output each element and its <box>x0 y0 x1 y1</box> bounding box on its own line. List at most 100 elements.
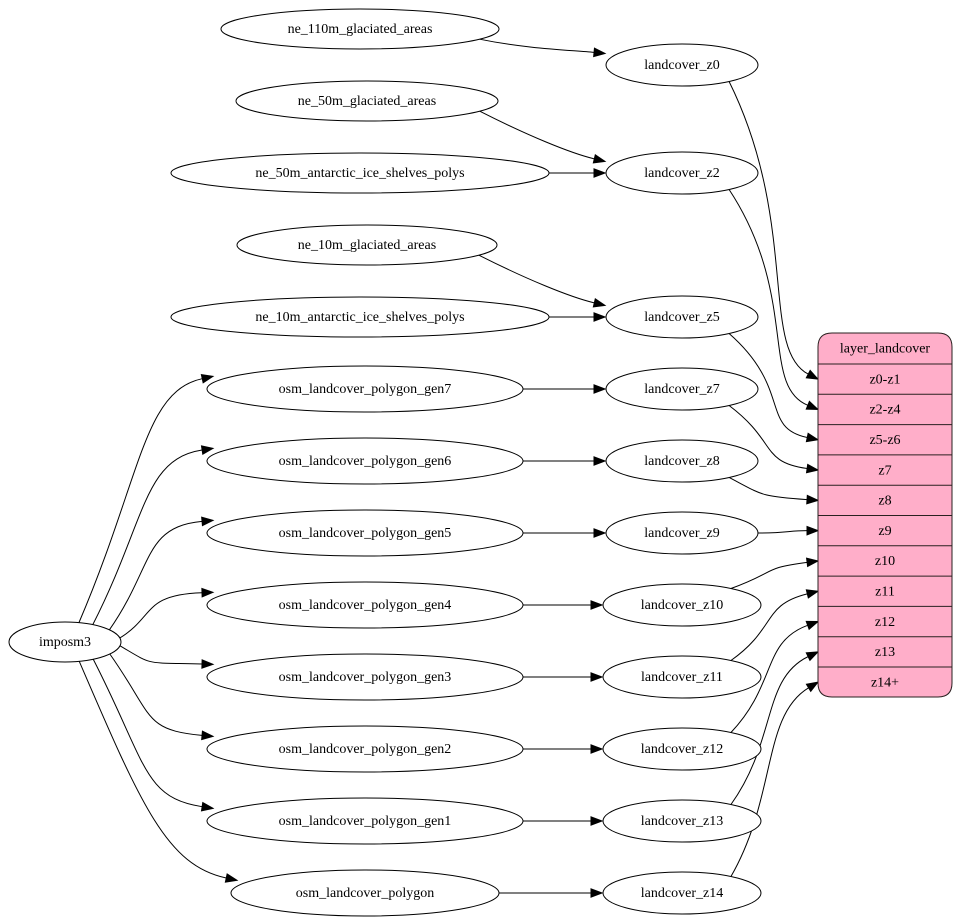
node-landcover_z12[interactable]: landcover_z12 <box>602 727 762 771</box>
table-row-z2-z4[interactable]: z2-z4 <box>869 403 900 418</box>
edge-landcover_z5-to-z5-z6-path <box>728 333 808 438</box>
node-label: ne_10m_glaciated_areas <box>298 238 436 253</box>
node-ne_50m_glaciated_areas[interactable]: ne_50m_glaciated_areas <box>235 80 499 122</box>
natural-earth-node-ellipse <box>235 80 499 122</box>
natural-earth-node-ellipse <box>220 8 500 50</box>
node-label: landcover_z12 <box>641 742 723 757</box>
edge-osm_landcover_polygon-to-landcover_z14-arrowhead <box>590 888 604 898</box>
natural-earth-node-ellipse <box>236 224 498 266</box>
edge-imposm3-to-osm_landcover_polygon-arrowhead <box>224 873 239 883</box>
node-osm_landcover_polygon_gen4[interactable]: osm_landcover_polygon_gen4 <box>206 581 524 629</box>
landcover-node-ellipse <box>605 295 759 339</box>
osm-node-ellipse <box>206 653 524 701</box>
node-ne_10m_glaciated_areas[interactable]: ne_10m_glaciated_areas <box>236 224 498 266</box>
edge-landcover_z7-to-z7-path <box>728 405 808 470</box>
node-landcover_z11[interactable]: landcover_z11 <box>602 655 762 699</box>
node-label: ne_50m_antarctic_ice_shelves_polys <box>255 166 464 181</box>
edge-ne_10m_antarctic_ice_shelves_polys-to-landcover_z5-arrowhead <box>593 312 607 322</box>
node-label: ne_10m_antarctic_ice_shelves_polys <box>255 310 464 325</box>
node-landcover_z8[interactable]: landcover_z8 <box>605 439 759 483</box>
edge-landcover_z2-to-z2-z4-path <box>728 189 809 406</box>
table-row-z11[interactable]: z11 <box>875 584 895 599</box>
node-ne_110m_glaciated_areas[interactable]: ne_110m_glaciated_areas <box>220 8 500 50</box>
edge-imposm3-to-osm_landcover_polygon-path <box>78 661 227 879</box>
table-row-z5-z6[interactable]: z5-z6 <box>869 433 900 448</box>
node-imposm3[interactable]: imposm3 <box>8 621 122 663</box>
node-osm_landcover_polygon_gen3[interactable]: osm_landcover_polygon_gen3 <box>206 653 524 701</box>
edge-landcover_z2-to-z2-z4-arrowhead <box>805 400 820 410</box>
landcover-node-ellipse <box>605 511 759 555</box>
landcover-node-ellipse <box>602 799 762 843</box>
edge-ne_10m_glaciated_areas-to-landcover_z5-path <box>478 254 595 304</box>
edge-imposm3-to-osm_landcover_polygon_gen7-arrowhead <box>200 373 215 384</box>
table-row-z7[interactable]: z7 <box>878 463 891 478</box>
node-osm_landcover_polygon_gen5[interactable]: osm_landcover_polygon_gen5 <box>206 509 524 557</box>
osm-node-ellipse <box>206 437 524 485</box>
edge-osm_landcover_polygon_gen2-to-landcover_z12-arrowhead <box>590 744 604 754</box>
node-ne_10m_antarctic_ice_shelves_polys[interactable]: ne_10m_antarctic_ice_shelves_polys <box>170 296 550 338</box>
landcover-node-ellipse <box>602 655 762 699</box>
edge-landcover_z10-to-z10-path <box>730 561 808 589</box>
node-landcover_z9[interactable]: landcover_z9 <box>605 511 759 555</box>
edge-landcover_z11-to-z11-path <box>730 593 808 661</box>
node-osm_landcover_polygon_gen6[interactable]: osm_landcover_polygon_gen6 <box>206 437 524 485</box>
edge-ne_50m_glaciated_areas-to-landcover_z2-path <box>479 110 595 160</box>
node-landcover_z13[interactable]: landcover_z13 <box>602 799 762 843</box>
node-landcover_z14[interactable]: landcover_z14 <box>602 871 762 915</box>
landcover-node-ellipse <box>605 43 759 87</box>
edge-imposm3-to-osm_landcover_polygon_gen1-arrowhead <box>200 801 215 812</box>
node-label: ne_50m_glaciated_areas <box>298 94 436 109</box>
node-layer: ne_110m_glaciated_areas ne_50m_glaciated_… <box>8 8 762 917</box>
table-row-z12[interactable]: z12 <box>875 615 895 630</box>
table-row-z0-z1[interactable]: z0-z1 <box>869 372 900 387</box>
edge-landcover_z9-to-z9-arrowhead <box>806 525 820 536</box>
table-row-z9[interactable]: z9 <box>878 524 891 539</box>
landcover-node-ellipse <box>602 727 762 771</box>
node-landcover_z5[interactable]: landcover_z5 <box>605 295 759 339</box>
node-label: imposm3 <box>39 635 91 650</box>
osm-node-ellipse <box>206 509 524 557</box>
edge-landcover_z11-to-z11-arrowhead <box>805 589 820 599</box>
edge-landcover_z13-to-z13-arrowhead <box>805 651 820 662</box>
node-osm_landcover_polygon_gen1[interactable]: osm_landcover_polygon_gen1 <box>206 797 524 845</box>
node-landcover_z0[interactable]: landcover_z0 <box>605 43 759 87</box>
node-landcover_z10[interactable]: landcover_z10 <box>602 583 762 627</box>
edge-landcover_z14-to-z14+-arrowhead <box>805 681 820 693</box>
landcover-node-ellipse <box>605 439 759 483</box>
table-row-z14+[interactable]: z14+ <box>871 675 899 690</box>
node-landcover_z2[interactable]: landcover_z2 <box>605 151 759 195</box>
edge-landcover_z7-to-z7-arrowhead <box>805 463 820 474</box>
node-label: osm_landcover_polygon <box>296 886 434 901</box>
table-row-z8[interactable]: z8 <box>878 494 891 509</box>
node-label: landcover_z13 <box>641 814 723 829</box>
table-row-z10[interactable]: z10 <box>875 554 895 569</box>
edge-imposm3-to-osm_landcover_polygon_gen5-path <box>108 520 203 631</box>
edge-imposm3-to-osm_landcover_polygon_gen4-path <box>119 592 203 639</box>
table-row-z13[interactable]: z13 <box>875 645 895 660</box>
node-osm_landcover_polygon_gen7[interactable]: osm_landcover_polygon_gen7 <box>206 365 524 413</box>
edge-landcover_z13-to-z13-path <box>730 656 809 805</box>
node-label: landcover_z0 <box>644 58 719 73</box>
landcover-node-ellipse <box>605 367 759 411</box>
edge-landcover_z5-to-z5-z6-arrowhead <box>805 432 820 443</box>
node-label: landcover_z7 <box>644 382 719 397</box>
landcover-node-ellipse <box>602 871 762 915</box>
edge-landcover_z12-to-z12-arrowhead <box>805 620 820 631</box>
node-ne_50m_antarctic_ice_shelves_polys[interactable]: ne_50m_antarctic_ice_shelves_polys <box>170 152 550 194</box>
table-title: layer_landcover <box>840 342 931 357</box>
edge-landcover_z12-to-z12-path <box>730 624 808 733</box>
osm-node-ellipse <box>206 581 524 629</box>
node-osm_landcover_polygon[interactable]: osm_landcover_polygon <box>230 869 500 917</box>
edge-osm_landcover_polygon_gen3-to-landcover_z11-arrowhead <box>590 672 604 682</box>
edge-layer <box>78 38 820 898</box>
edge-ne_50m_glaciated_areas-to-landcover_z2-arrowhead <box>592 153 607 164</box>
node-label: osm_landcover_polygon_gen5 <box>279 526 452 541</box>
osm-node-ellipse <box>206 797 524 845</box>
node-osm_landcover_polygon_gen2[interactable]: osm_landcover_polygon_gen2 <box>206 725 524 773</box>
edge-imposm3-to-osm_landcover_polygon_gen2-path <box>109 653 203 736</box>
edge-landcover_z8-to-z8-arrowhead <box>806 494 820 505</box>
node-label: landcover_z14 <box>641 886 723 901</box>
layer-landcover-table[interactable]: layer_landcover z0-z1 z2-z4 z5-z6 z7 z8 z9 z10 z… <box>817 332 953 698</box>
node-landcover_z7[interactable]: landcover_z7 <box>605 367 759 411</box>
